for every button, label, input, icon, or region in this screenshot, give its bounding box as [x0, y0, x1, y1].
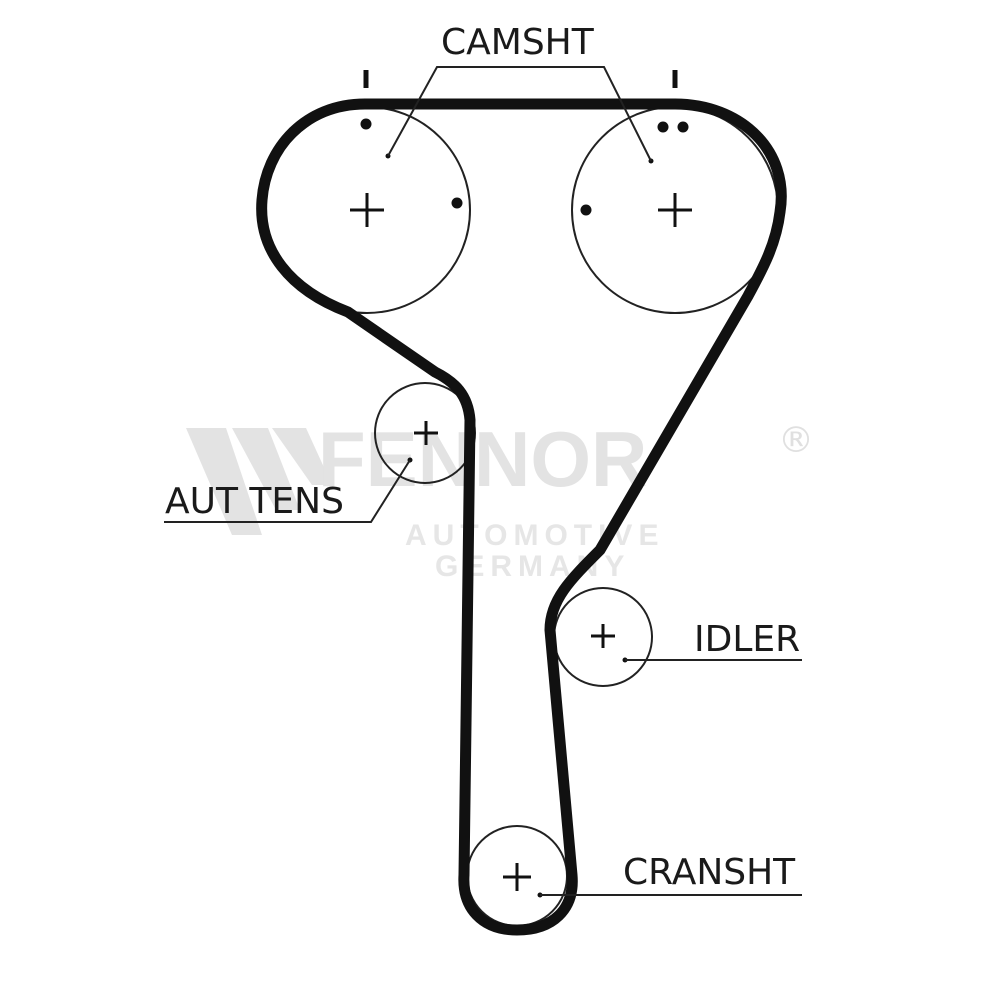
watermark-line-automotive: AUTOMOTIVE [405, 519, 664, 552]
timing-mark-dot [451, 197, 463, 209]
timing-belt [256, 98, 787, 936]
idler-label: IDLER [694, 619, 800, 660]
timing-mark-dot [657, 121, 669, 133]
tensioner-leader-line [164, 459, 411, 523]
watermark-registered-mark: ® [778, 420, 814, 461]
camshaft-label: CAMSHT [441, 22, 595, 63]
camshaft-leader-line [387, 66, 652, 162]
crankshaft-pulley [466, 825, 568, 927]
right-camshaft-pulley [571, 106, 779, 314]
timing-mark-dot [360, 118, 372, 130]
timing-mark-dot [580, 204, 592, 216]
crankshaft-label: CRANSHT [623, 852, 796, 893]
watermark-logo-mark [186, 428, 332, 535]
watermark-brand: FENNOR [318, 415, 647, 503]
timing-mark-dot [677, 121, 689, 133]
auto-tensioner-label: AUT TENS [165, 481, 344, 522]
idler-pulley [553, 587, 653, 687]
